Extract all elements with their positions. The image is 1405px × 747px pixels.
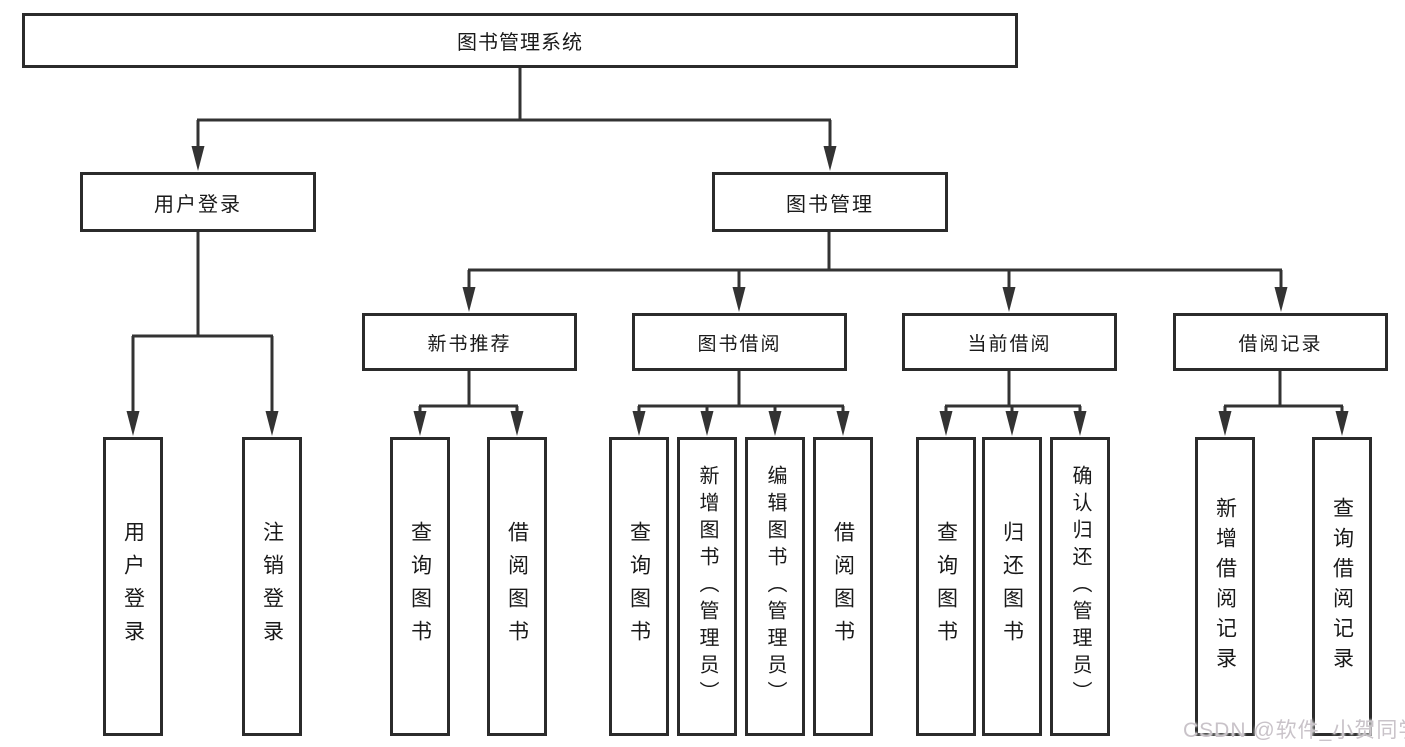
leaf-add-book-admin-label: 新增图书（管理员） bbox=[696, 465, 718, 708]
node-user-login-label: 用户登录 bbox=[154, 193, 242, 216]
node-root: 图书管理系统 bbox=[22, 13, 1018, 68]
node-user-login: 用户登录 bbox=[80, 172, 316, 232]
leaf-return-book: 归还图书 bbox=[982, 437, 1042, 736]
leaf-borrow-book-2: 借阅图书 bbox=[813, 437, 873, 736]
leaf-edit-book-admin: 编辑图书（管理员） bbox=[745, 437, 805, 736]
leaf-query-book-3-label: 查询图书 bbox=[934, 520, 958, 653]
arrowheads bbox=[126, 146, 1349, 436]
leaf-query-book-1-label: 查询图书 bbox=[408, 520, 432, 653]
leaf-query-book-3: 查询图书 bbox=[916, 437, 976, 736]
node-borrow-records-label: 借阅记录 bbox=[1238, 333, 1323, 355]
leaf-return-book-label: 归还图书 bbox=[1000, 520, 1024, 653]
leaf-borrow-book-2-label: 借阅图书 bbox=[831, 520, 855, 653]
node-root-label: 图书管理系统 bbox=[457, 32, 583, 54]
leaf-logout: 注销登录 bbox=[242, 437, 302, 736]
leaf-query-book-2-label: 查询图书 bbox=[627, 520, 651, 653]
leaf-confirm-return-admin-label: 确认归还（管理员） bbox=[1069, 465, 1091, 708]
leaf-add-borrow-record-label: 新增借阅记录 bbox=[1213, 496, 1237, 677]
node-new-book-recommend-label: 新书推荐 bbox=[427, 333, 512, 355]
leaf-query-book-2: 查询图书 bbox=[609, 437, 669, 736]
leaf-logout-label: 注销登录 bbox=[260, 520, 284, 653]
leaf-borrow-book-1: 借阅图书 bbox=[487, 437, 547, 736]
leaf-query-borrow-record: 查询借阅记录 bbox=[1312, 437, 1372, 736]
node-book-borrow-label: 图书借阅 bbox=[697, 333, 782, 355]
leaf-edit-book-admin-label: 编辑图书（管理员） bbox=[764, 465, 786, 708]
node-book-management: 图书管理 bbox=[712, 172, 948, 232]
leaf-confirm-return-admin: 确认归还（管理员） bbox=[1050, 437, 1110, 736]
node-current-borrow-label: 当前借阅 bbox=[967, 333, 1052, 355]
leaf-query-book-1: 查询图书 bbox=[390, 437, 450, 736]
watermark-text: CSDN @软件_小贺同学 bbox=[1183, 719, 1405, 742]
node-current-borrow: 当前借阅 bbox=[902, 313, 1117, 371]
leaf-user-login: 用户登录 bbox=[103, 437, 163, 736]
node-new-book-recommend: 新书推荐 bbox=[362, 313, 577, 371]
node-book-borrow: 图书借阅 bbox=[632, 313, 847, 371]
leaf-add-book-admin: 新增图书（管理员） bbox=[677, 437, 737, 736]
leaf-user-login-label: 用户登录 bbox=[121, 520, 145, 653]
node-borrow-records: 借阅记录 bbox=[1173, 313, 1388, 371]
leaf-query-borrow-record-label: 查询借阅记录 bbox=[1330, 496, 1354, 677]
node-book-management-label: 图书管理 bbox=[786, 193, 874, 216]
leaf-borrow-book-1-label: 借阅图书 bbox=[505, 520, 529, 653]
leaf-add-borrow-record: 新增借阅记录 bbox=[1195, 437, 1255, 736]
